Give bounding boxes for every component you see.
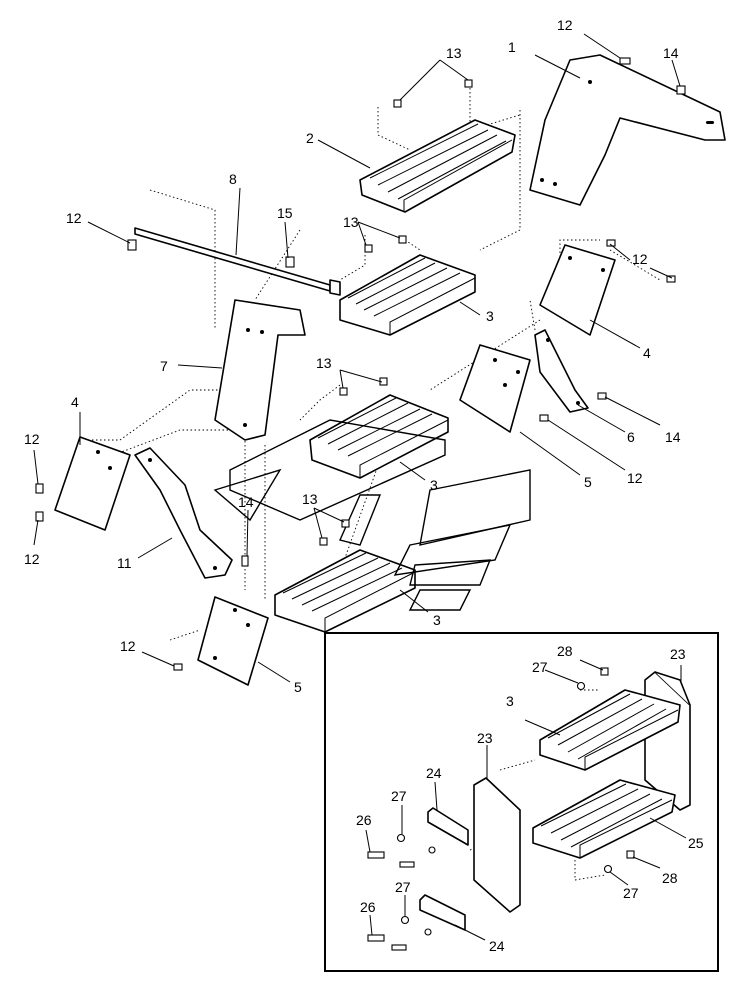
- callout-12: 12: [632, 251, 648, 267]
- callout-8: 8: [229, 171, 237, 187]
- part-3-step-b: [309, 394, 449, 479]
- callout-23: 23: [477, 730, 493, 746]
- callout-25: 25: [688, 835, 704, 851]
- part-4-right-plate: [539, 244, 616, 336]
- callout-14: 14: [238, 494, 254, 510]
- part-11-strut: [134, 447, 233, 579]
- callout-27: 27: [532, 659, 548, 675]
- callout-24: 24: [489, 938, 505, 954]
- callout-27: 27: [623, 885, 639, 901]
- callout-13: 13: [302, 491, 318, 507]
- callout-3: 3: [486, 308, 494, 324]
- callout-28: 28: [662, 870, 678, 886]
- part-6-bracket: [534, 329, 589, 413]
- callout-3: 3: [433, 612, 441, 628]
- callout-28: 28: [557, 643, 573, 659]
- callout-27: 27: [395, 879, 411, 895]
- inset-detail: [324, 632, 719, 972]
- callout-24: 24: [426, 765, 442, 781]
- callout-12: 12: [66, 210, 82, 226]
- part-4-left-plate: [54, 436, 131, 531]
- callout-6: 6: [627, 429, 635, 445]
- callout-11: 11: [117, 555, 132, 571]
- callout-13: 13: [446, 45, 462, 61]
- callout-26: 26: [356, 812, 372, 828]
- callout-12: 12: [24, 551, 40, 567]
- callout-4: 4: [71, 394, 79, 410]
- callout-15: 15: [277, 205, 293, 221]
- callout-13: 13: [316, 355, 332, 371]
- callout-3: 3: [506, 693, 514, 709]
- callout-5: 5: [584, 474, 592, 490]
- part-7-side-panel: [214, 299, 306, 441]
- part-5-lower-plate: [197, 596, 269, 686]
- callout-23: 23: [670, 646, 686, 662]
- callout-27: 27: [391, 788, 407, 804]
- callout-2: 2: [306, 130, 314, 146]
- part-2-top-step: [359, 119, 516, 213]
- callout-13: 13: [343, 214, 359, 230]
- ghost-step-outline: [213, 419, 531, 611]
- part-5-right-plate: [459, 344, 531, 433]
- leader-lines: [33, 33, 681, 683]
- part-1-upper-bracket: [529, 54, 726, 206]
- callout-3: 3: [430, 477, 438, 493]
- part-3-step-a: [339, 254, 476, 336]
- callout-1: 1: [508, 39, 516, 55]
- callout-14: 14: [663, 45, 679, 61]
- callout-14: 14: [665, 429, 681, 445]
- part-3-step-c: [274, 549, 416, 633]
- hardware-fasteners: [35, 57, 686, 671]
- callout-4: 4: [643, 345, 651, 361]
- callout-7: 7: [160, 358, 168, 374]
- callout-12: 12: [557, 17, 573, 33]
- callout-labels: 1 2 3 3 3 3 4 4 5 5 6 7 8 11 12 12 12 12…: [24, 17, 704, 954]
- callout-5: 5: [294, 679, 302, 695]
- callout-12: 12: [24, 431, 40, 447]
- callout-12: 12: [120, 638, 136, 654]
- part-8-rod: [134, 227, 341, 296]
- callout-12: 12: [627, 470, 643, 486]
- callout-26: 26: [360, 899, 376, 915]
